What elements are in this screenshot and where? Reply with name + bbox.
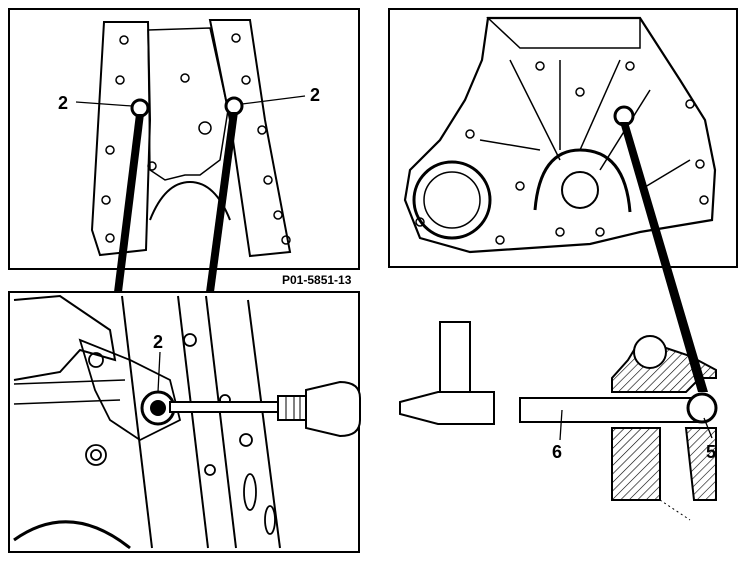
panel-bottom-right: 6 5 [399, 321, 718, 521]
bolt-holes-top-left [101, 33, 291, 245]
callout-label-2-left: 2 [58, 93, 68, 113]
panel-top-left-frame [8, 8, 360, 270]
bolt-holes-top-right [415, 61, 709, 245]
extractor-tool [169, 380, 361, 438]
detail-beam-right [206, 112, 238, 292]
bushing-5 [686, 392, 718, 424]
crankshaft-seal-housing [533, 148, 632, 213]
panel-top-right-frame [388, 8, 738, 268]
crankcase-left-plate [90, 21, 152, 257]
drift-6 [519, 397, 699, 423]
panel-top-left: 2 2 [8, 8, 360, 292]
web-line-lower [13, 399, 121, 405]
callout-label-6: 6 [552, 442, 562, 462]
bore-left [130, 98, 150, 118]
section-break-line [659, 499, 691, 521]
bushing-2-inner [150, 400, 166, 416]
rear-opening-large-inner [423, 171, 481, 229]
hammer-handle [439, 321, 471, 397]
panel-bottom-left: 2 [8, 291, 361, 553]
extractor-handle [305, 380, 361, 438]
detail-beam-rear [620, 122, 708, 392]
crankcase-cross-web [147, 27, 229, 181]
casting-detail-flange [78, 338, 182, 442]
panel-top-right [388, 8, 738, 392]
extractor-rod [169, 401, 281, 413]
hammer-head [399, 391, 495, 425]
casting-lower-arc [13, 520, 131, 550]
web-line-upper [13, 379, 126, 385]
callout-label-2-right: 2 [310, 85, 320, 105]
leader-line-left [75, 101, 133, 107]
crankcase-section-right [684, 427, 717, 501]
casting-detail-outline [13, 294, 117, 381]
rear-opening-large [412, 160, 492, 240]
casting-holes [85, 333, 276, 535]
bore-right [224, 96, 244, 116]
cylinder-block-top [486, 17, 641, 49]
oil-passage [633, 335, 667, 369]
detail-beam-left [114, 114, 144, 292]
crankshaft-seal [561, 171, 599, 209]
callout-leader-2 [157, 351, 161, 393]
crankcase-section-lower [611, 427, 661, 501]
callout-label-2: 2 [153, 332, 163, 352]
callout-label-5: 5 [706, 442, 716, 462]
extractor-collar [277, 395, 307, 421]
casting-columns [121, 295, 281, 549]
figure-code: P01-5851-13 [282, 273, 352, 287]
callout-leader-5 [703, 417, 713, 439]
leader-line-right [241, 95, 306, 105]
callout-leader-6 [559, 409, 563, 441]
hammer [399, 321, 495, 425]
casting-ribs [479, 59, 691, 191]
